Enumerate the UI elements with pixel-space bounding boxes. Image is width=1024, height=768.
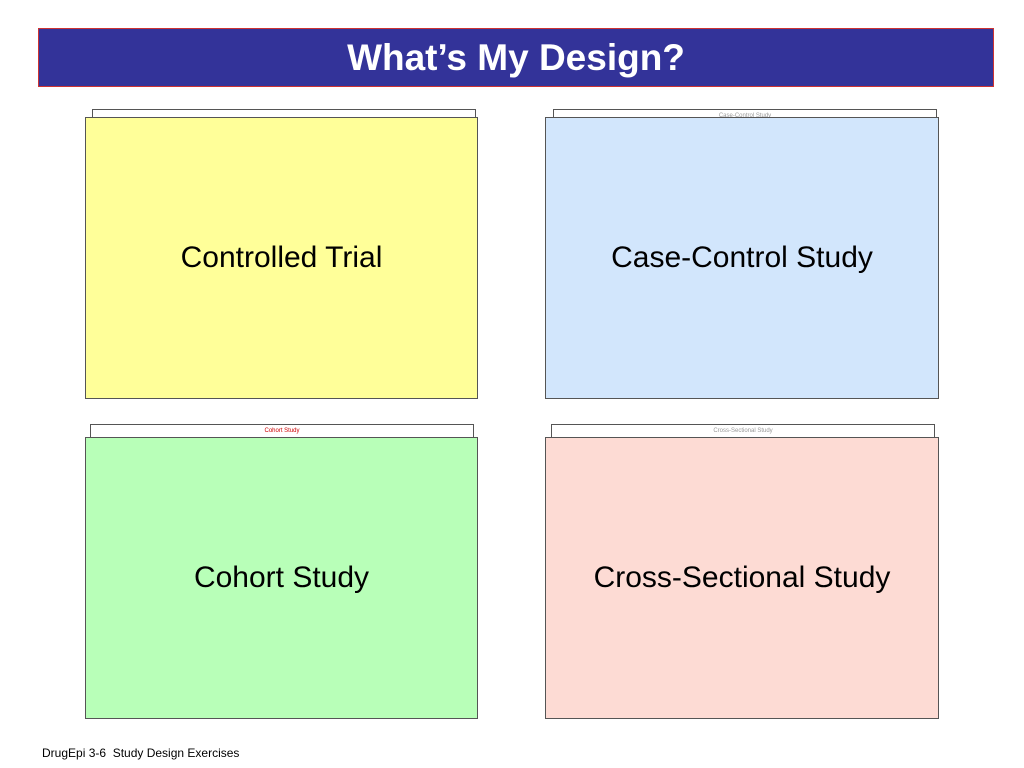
slide-title: What’s My Design? [347, 36, 685, 78]
card-label-cross-sectional-study: Cross-Sectional Study [593, 561, 891, 594]
card-label-controlled-trial: Controlled Trial [180, 241, 383, 274]
card-label-cohort-study: Cohort Study [193, 561, 370, 594]
back-card-label: Cross-Sectional Study [713, 428, 773, 434]
card-case-control-study[interactable]: Case-Control Study [545, 117, 939, 399]
card-label-case-control-study: Case-Control Study [611, 241, 873, 274]
back-card-label: Cohort Study [264, 428, 300, 434]
card-cohort-study[interactable]: Cohort Study [85, 437, 478, 719]
slide-footer: DrugEpi 3-6 Study Design Exercises [42, 746, 240, 760]
back-card-label: Case-Control Study [718, 113, 772, 119]
slide-title-bar: What’s My Design? [38, 28, 994, 87]
card-controlled-trial[interactable]: Controlled Trial [85, 117, 478, 399]
card-cross-sectional-study[interactable]: Cross-Sectional Study [545, 437, 939, 719]
